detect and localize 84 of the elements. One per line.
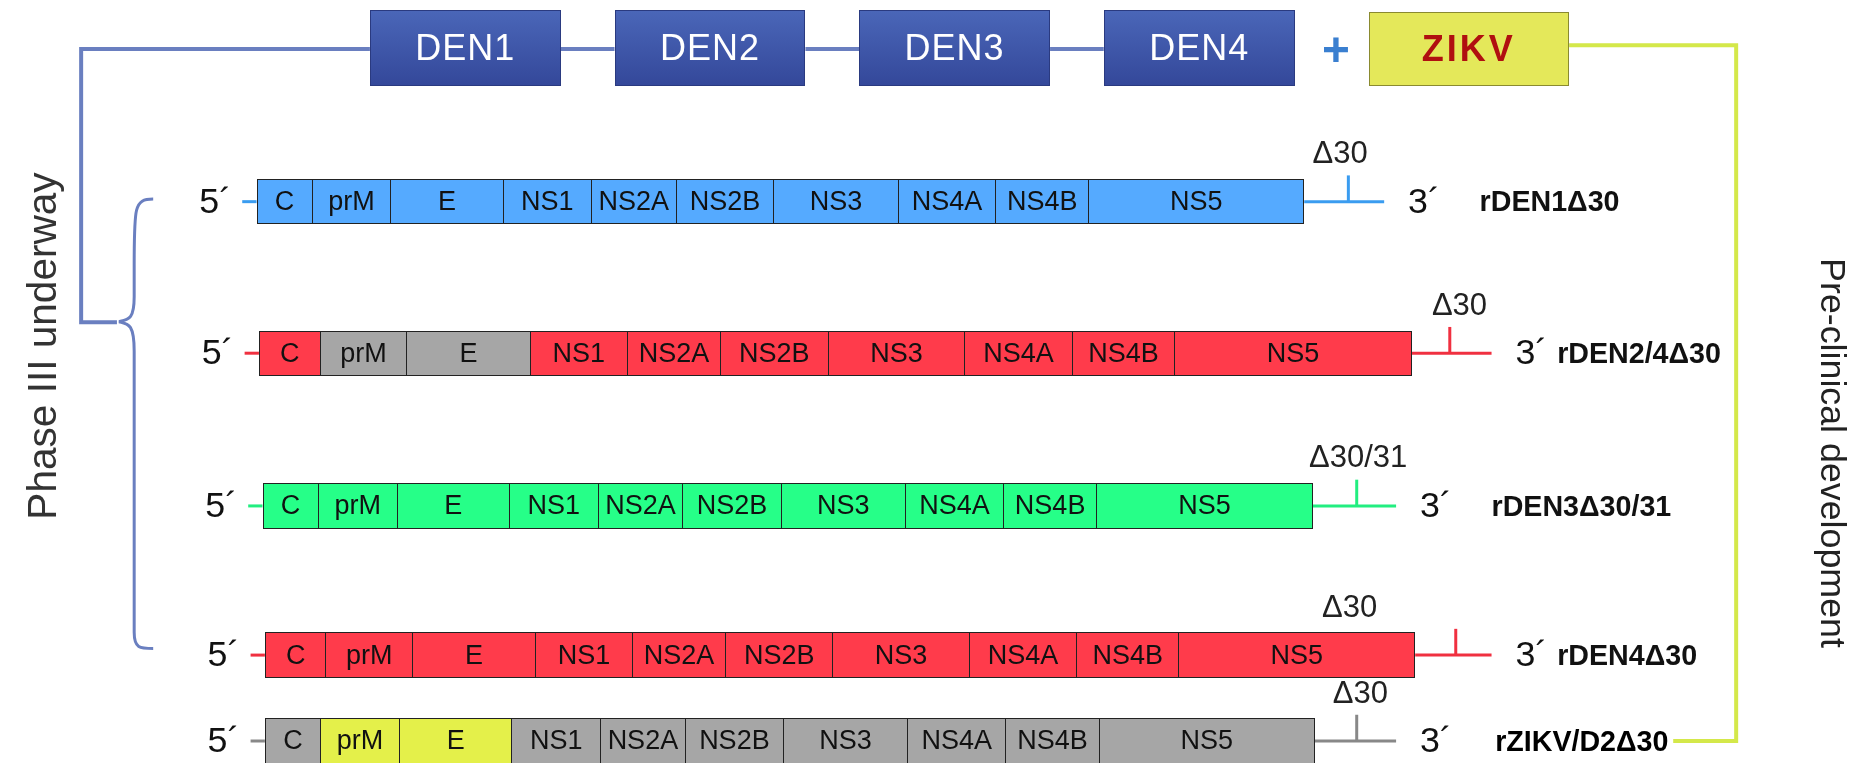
gene-segment: E — [400, 718, 513, 763]
connector-line — [805, 46, 860, 51]
gene-segment: E — [412, 632, 537, 678]
vertical-caption: Phase III underway — [21, 172, 63, 520]
five-prime-label: 5´ — [201, 335, 234, 372]
virus-box: DEN1 — [369, 9, 561, 86]
five-prime-label: 5´ — [207, 637, 240, 673]
gene-segment: NS5 — [1175, 330, 1412, 376]
gene-segment: NS3 — [781, 483, 906, 529]
gene-segment: NS5 — [1179, 632, 1416, 678]
gene-segment: NS2B — [685, 718, 784, 763]
five-prime-label: 5´ — [199, 183, 232, 220]
gene-segment: NS4A — [898, 179, 997, 225]
gene-segment: NS2A — [598, 483, 684, 529]
gene-segment: NS3 — [774, 179, 899, 225]
curly-brace — [116, 196, 156, 651]
three-prime-label: 3´ — [1515, 335, 1548, 372]
gene-segment: C — [256, 179, 313, 225]
gene-segment: E — [391, 179, 504, 225]
gene-segment: E — [397, 483, 511, 529]
gene-segment: C — [262, 483, 319, 529]
gene-segment: NS4A — [905, 483, 1004, 529]
construct-name: rDEN2/4Δ30 — [1557, 338, 1721, 368]
gene-segment: NS2B — [721, 330, 829, 376]
gene-segment: NS3 — [783, 718, 909, 763]
gene-segment: NS1 — [510, 483, 599, 529]
virus-box: DEN2 — [614, 9, 806, 86]
gene-segment: NS2B — [683, 483, 782, 529]
gene-segment: prM — [312, 179, 392, 225]
gene-segment: NS3 — [833, 632, 970, 678]
plus-sign: + — [1322, 26, 1350, 74]
gene-segment: NS4B — [996, 179, 1090, 225]
deletion-label: Δ30 — [1312, 137, 1368, 169]
gene-segment: prM — [320, 330, 408, 376]
deletion-label: Δ30/31 — [1308, 441, 1408, 473]
gene-segment: C — [264, 632, 327, 678]
virus-box: DEN3 — [859, 9, 1051, 86]
connector-line — [560, 46, 615, 51]
gene-segment: NS2A — [591, 179, 677, 225]
gene-segment: NS4B — [1004, 483, 1098, 529]
gene-segment: C — [258, 330, 321, 376]
gene-segment: E — [407, 330, 531, 376]
connector-line — [1569, 43, 1739, 743]
five-prime-label: 5´ — [207, 723, 240, 759]
gene-segment: NS5 — [1089, 179, 1305, 225]
gene-segment: NS2A — [633, 632, 727, 678]
gene-segment: prM — [326, 632, 413, 678]
gene-segment: NS2A — [627, 330, 722, 376]
three-prime-label: 3´ — [1515, 637, 1548, 673]
gene-segment: NS5 — [1097, 483, 1313, 529]
gene-segment: NS2B — [676, 179, 775, 225]
three-prime-label: 3´ — [1408, 183, 1440, 220]
gene-segment: NS4A — [969, 632, 1078, 678]
gene-segment: NS1 — [530, 330, 628, 376]
virus-box: DEN4 — [1103, 9, 1295, 86]
gene-segment: NS1 — [536, 632, 633, 678]
gene-segment: C — [264, 718, 322, 763]
gene-segment: NS2B — [726, 632, 834, 678]
vertical-caption: Pre-clinical development — [1813, 258, 1850, 649]
gene-segment: NS2A — [600, 718, 686, 763]
deletion-label: Δ30 — [1322, 590, 1378, 622]
five-prime-label: 5´ — [205, 488, 238, 524]
gene-segment: NS4B — [1006, 718, 1100, 763]
three-prime-label: 3´ — [1419, 723, 1452, 759]
virus-box: ZIKV — [1368, 11, 1570, 86]
gene-segment: NS1 — [512, 718, 601, 763]
construct-name: rZIKV/D2Δ30 — [1495, 726, 1669, 756]
construct-name: rDEN4Δ30 — [1557, 640, 1698, 670]
deletion-label: Δ30 — [1431, 288, 1488, 320]
construct-name: rDEN1Δ30 — [1479, 187, 1620, 216]
gene-segment: NS4A — [908, 718, 1007, 763]
connector-line — [79, 46, 370, 325]
construct-name: rDEN3Δ30/31 — [1491, 491, 1672, 521]
gene-segment: NS4A — [965, 330, 1073, 376]
gene-segment: NS3 — [828, 330, 966, 376]
three-prime-label: 3´ — [1419, 488, 1452, 524]
connector-line — [1050, 46, 1104, 51]
gene-segment: prM — [318, 483, 398, 529]
gene-segment: NS4B — [1072, 330, 1176, 376]
deletion-label: Δ30 — [1332, 676, 1389, 708]
gene-segment: prM — [321, 718, 400, 763]
gene-segment: NS5 — [1099, 718, 1315, 763]
gene-segment: NS4B — [1077, 632, 1180, 678]
gene-segment: NS1 — [503, 179, 592, 225]
